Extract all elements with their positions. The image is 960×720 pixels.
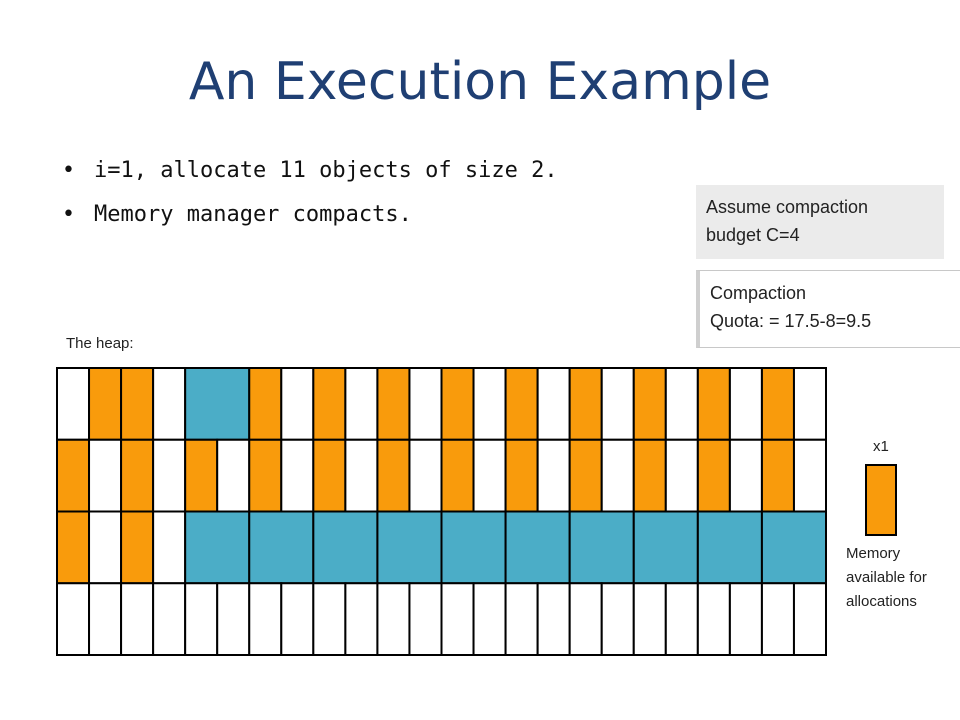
allocated-cell bbox=[312, 367, 347, 441]
allocated-cell bbox=[632, 438, 667, 513]
free-cell bbox=[88, 438, 123, 513]
compaction-quota-callout: Compaction Quota: = 17.5-8=9.5 bbox=[696, 270, 960, 348]
free-cell bbox=[472, 367, 507, 441]
bullet-compacts: Memory manager compacts. bbox=[62, 197, 558, 241]
budget-line-1: Assume compaction bbox=[706, 197, 869, 217]
compacted-block bbox=[568, 510, 635, 585]
free-cell bbox=[728, 582, 763, 656]
free-cell bbox=[472, 582, 507, 656]
free-cell bbox=[56, 367, 91, 441]
available-line-1: Memory bbox=[846, 545, 901, 562]
free-cell bbox=[728, 438, 763, 513]
slide-title: An Execution Example bbox=[188, 52, 772, 112]
free-cell bbox=[344, 438, 379, 513]
budget-line-2: budget C=4 bbox=[706, 225, 800, 245]
allocated-cell bbox=[120, 438, 155, 513]
heap-label: The heap: bbox=[66, 335, 134, 352]
compaction-budget-callout: Assume compaction budget C=4 bbox=[696, 185, 944, 259]
free-cell bbox=[440, 582, 475, 656]
legend-object-block bbox=[865, 464, 897, 536]
allocated-cell bbox=[632, 367, 667, 441]
available-line-3: allocations bbox=[846, 593, 917, 610]
free-cell bbox=[664, 367, 699, 441]
compacted-block bbox=[440, 510, 507, 585]
free-cell bbox=[792, 438, 828, 513]
free-cell bbox=[344, 367, 379, 441]
allocated-cell bbox=[440, 367, 475, 441]
quota-line-1: Compaction bbox=[710, 283, 807, 303]
free-cell bbox=[216, 582, 251, 656]
free-cell bbox=[56, 582, 91, 656]
bullet-list: i=1, allocate 11 objects of size 2. Memo… bbox=[62, 153, 558, 241]
legend-available-label: Memory available for allocations bbox=[846, 542, 956, 614]
available-line-2: available for bbox=[846, 569, 927, 586]
allocated-cell bbox=[56, 510, 91, 585]
free-cell bbox=[600, 582, 635, 656]
free-cell bbox=[408, 438, 443, 513]
free-cell bbox=[248, 582, 283, 656]
compacted-block bbox=[184, 367, 251, 441]
quota-line-2: Quota: = 17.5-8=9.5 bbox=[710, 311, 872, 331]
legend-multiplier: x1 bbox=[873, 438, 889, 455]
free-cell bbox=[792, 582, 828, 656]
free-cell bbox=[88, 582, 123, 656]
compacted-block bbox=[504, 510, 571, 585]
free-cell bbox=[88, 510, 123, 585]
allocated-cell bbox=[760, 367, 795, 441]
free-cell bbox=[472, 438, 507, 513]
free-cell bbox=[280, 438, 315, 513]
free-cell bbox=[536, 582, 571, 656]
allocated-cell bbox=[120, 367, 155, 441]
compacted-block bbox=[248, 510, 315, 585]
compacted-block bbox=[760, 510, 827, 585]
free-cell bbox=[792, 367, 828, 441]
allocated-cell bbox=[568, 438, 603, 513]
free-cell bbox=[344, 582, 379, 656]
free-cell bbox=[568, 582, 603, 656]
free-cell bbox=[280, 367, 315, 441]
bullet-allocate: i=1, allocate 11 objects of size 2. bbox=[62, 153, 558, 197]
free-cell bbox=[152, 582, 187, 656]
